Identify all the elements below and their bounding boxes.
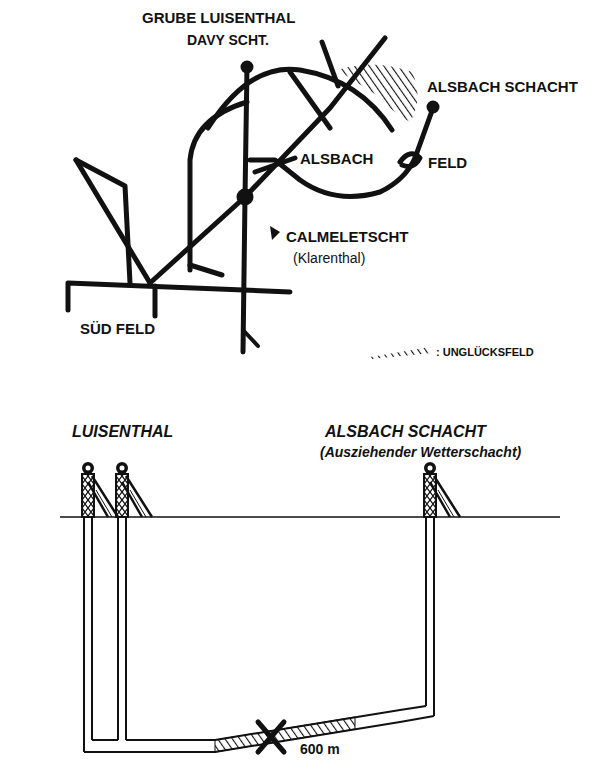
main-roadway <box>243 67 247 352</box>
legend-text: : UNGLÜCKSFELD <box>436 346 534 358</box>
shaft-name: DAVY SCHT. <box>185 33 271 48</box>
shaft-name: ALSBACH SCHACHT <box>323 423 488 441</box>
field-name: FELD <box>426 155 469 172</box>
pointer-triangle <box>270 226 280 240</box>
place-name: (Klarenthal) <box>291 251 367 266</box>
shaft-dot <box>241 61 254 74</box>
shaft-name: CALMELETSCHT <box>284 229 411 246</box>
south-roadway <box>68 283 290 310</box>
shaft-dot <box>427 101 440 114</box>
mine-name: LUISENTHAL <box>70 423 175 441</box>
alsbach-roadway <box>250 108 433 196</box>
headframe <box>424 462 460 517</box>
shaft-dot <box>237 189 254 206</box>
field-name: ALSBACH <box>298 151 375 168</box>
ground-line <box>60 516 560 518</box>
shaft-name: ALSBACH SCHACHT <box>425 79 580 96</box>
legend-swatch <box>370 345 432 359</box>
headframe <box>82 462 118 517</box>
distance-label: 600 m <box>298 742 342 757</box>
headframe <box>116 462 152 517</box>
accident-field <box>338 64 418 122</box>
explosion-mark <box>258 722 284 752</box>
field-name: SÜD FELD <box>78 321 157 338</box>
mine-name: GRUBE LUISENTHAL <box>140 10 297 27</box>
legend-row: : UNGLÜCKSFELD <box>370 345 534 359</box>
mine-roadways <box>68 38 433 352</box>
shafts <box>84 517 434 752</box>
shaft-note: (Ausziehender Wetterschacht) <box>318 445 523 460</box>
